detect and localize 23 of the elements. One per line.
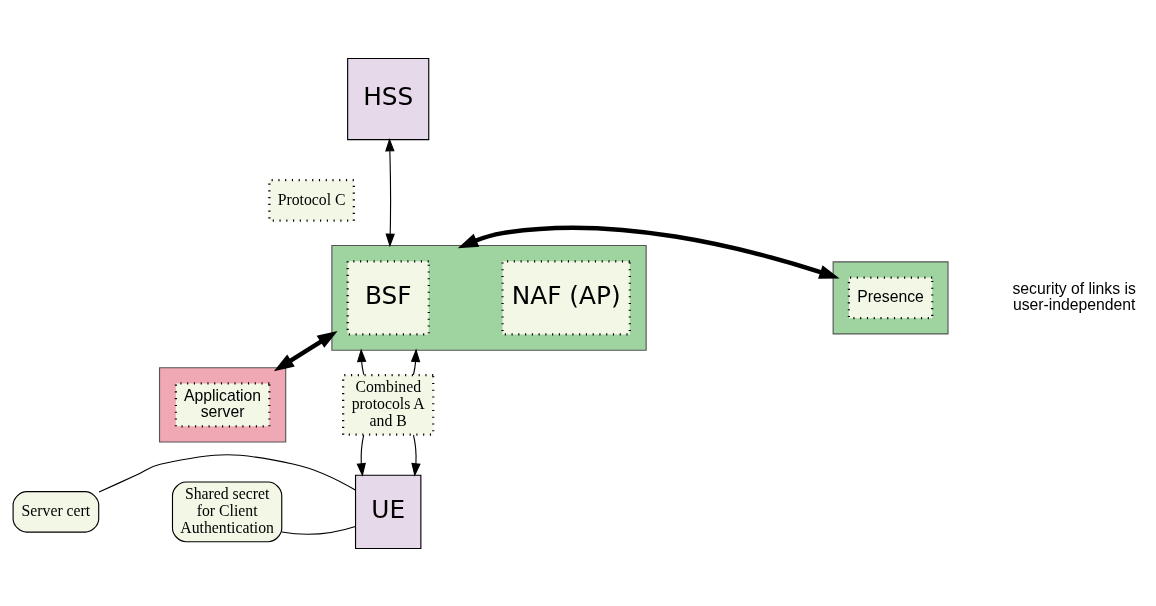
arrow: [385, 137, 395, 247]
node-box: Application server: [174, 381, 271, 427]
node-box: NAF (AP): [501, 259, 631, 336]
node-box: UE: [354, 474, 422, 549]
node-box: BSF: [346, 259, 430, 336]
node-box: Combined protocols A and B: [342, 373, 435, 436]
node-box: Shared secret for Client Authentication: [171, 480, 283, 542]
cluster: [832, 260, 949, 334]
node-box: Protocol C: [268, 178, 355, 222]
node-box: Server cert: [12, 490, 100, 533]
arrow: [410, 348, 421, 375]
arrow: [457, 225, 840, 279]
arrow: [356, 348, 367, 375]
cluster: [158, 366, 287, 443]
node-box: HSS: [347, 57, 430, 140]
arrow: [411, 434, 421, 477]
connector: [98, 453, 356, 493]
cluster: [331, 244, 647, 351]
connector: [281, 525, 356, 535]
arrow: [356, 434, 366, 477]
label: security of links is user-independent: [1012, 279, 1136, 313]
arrow: [273, 330, 338, 371]
node-box: Presence: [847, 275, 934, 319]
